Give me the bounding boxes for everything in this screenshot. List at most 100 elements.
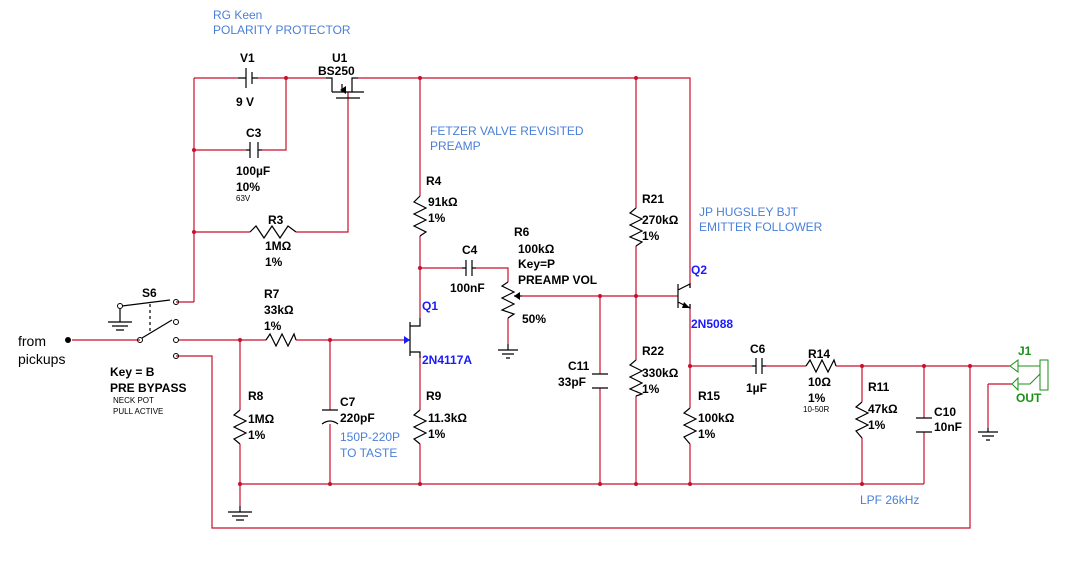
- note-preamp-1: FETZER VALVE REVISITED: [430, 124, 584, 138]
- r3-tol: 1%: [265, 255, 283, 269]
- c3-extra: 63V: [236, 194, 251, 203]
- c7-ref: C7: [340, 395, 356, 409]
- u1-mosfet-symbol: [326, 77, 364, 99]
- note-polarity-2: POLARITY PROTECTOR: [213, 23, 351, 37]
- r8-tol: 1%: [248, 428, 266, 442]
- c6-value: 1µF: [746, 381, 767, 395]
- r9-tol: 1%: [428, 427, 446, 441]
- r15-resistor-symbol: [682, 407, 698, 445]
- s6-key: Key = B: [110, 365, 155, 379]
- wires: [72, 77, 1012, 529]
- note-lpf: LPF 26kHz: [860, 493, 919, 507]
- r11-value: 47kΩ: [868, 402, 898, 416]
- junctions: [192, 76, 972, 486]
- input-label-2: pickups: [18, 351, 65, 367]
- r22-ref: R22: [642, 344, 664, 358]
- q2-part: 2N5088: [691, 317, 733, 331]
- c3-capacitor-symbol: [246, 142, 262, 158]
- q1-ref: Q1: [422, 299, 438, 313]
- r14-ref: R14: [808, 347, 830, 361]
- ground-symbols: [228, 344, 998, 521]
- r6-potentiometer-symbol: [500, 281, 522, 319]
- r7-value: 33kΩ: [264, 303, 294, 317]
- r7-resistor-symbol: [265, 332, 297, 348]
- r4-value: 91kΩ: [428, 195, 458, 209]
- r14-resistor-symbol: [805, 358, 837, 374]
- r9-ref: R9: [426, 389, 442, 403]
- r4-ref: R4: [426, 174, 442, 188]
- c3-ref: C3: [246, 126, 262, 140]
- r22-resistor-symbol: [628, 359, 644, 397]
- r21-resistor-symbol: [628, 207, 644, 247]
- q2-ref: Q2: [691, 263, 707, 277]
- c4-value: 100nF: [450, 281, 485, 295]
- u1-ref: U1: [332, 51, 348, 65]
- c4-capacitor-symbol: [462, 260, 476, 276]
- v1-ref: V1: [240, 51, 255, 65]
- j1-jack-symbol: [1009, 359, 1049, 392]
- r3-resistor-symbol: [249, 224, 297, 240]
- note-polarity-1: RG Keen: [213, 8, 262, 22]
- r11-ref: R11: [868, 380, 890, 394]
- r21-value: 270kΩ: [642, 213, 679, 227]
- c11-value: 33pF: [558, 375, 586, 389]
- r14-tol: 1%: [808, 391, 826, 405]
- r8-value: 1MΩ: [248, 412, 275, 426]
- r6-value: 100kΩ: [518, 242, 555, 256]
- u1-value: BS250: [318, 64, 355, 78]
- note-preamp-2: PREAMP: [430, 139, 481, 153]
- j1-ref: J1: [1018, 344, 1032, 358]
- note-c7-2: TO TASTE: [340, 446, 397, 460]
- c6-capacitor-symbol: [752, 358, 766, 374]
- v1-battery-symbol: [238, 68, 258, 88]
- note-follower-2: EMITTER FOLLOWER: [699, 220, 823, 234]
- r7-ref: R7: [264, 287, 280, 301]
- c4-ref: C4: [462, 243, 478, 257]
- c3-value: 100µF: [236, 164, 270, 178]
- c10-ref: C10: [934, 405, 956, 419]
- note-follower-1: JP HUGSLEY BJT: [699, 205, 799, 219]
- s6-switch-symbol: [108, 299, 179, 359]
- r8-ref: R8: [248, 389, 264, 403]
- r15-tol: 1%: [698, 427, 716, 441]
- r3-value: 1MΩ: [265, 239, 292, 253]
- c3-tol: 10%: [236, 180, 260, 194]
- q1-jfet-symbol: [404, 318, 421, 358]
- r4-resistor-symbol: [412, 195, 428, 237]
- c11-ref: C11: [568, 359, 590, 373]
- v1-value: 9 V: [236, 95, 254, 109]
- c7-value: 220pF: [340, 411, 375, 425]
- s6-label: PRE BYPASS: [110, 381, 186, 395]
- r22-tol: 1%: [642, 382, 660, 396]
- r22-value: 330kΩ: [642, 366, 679, 380]
- s6-ref: S6: [142, 286, 157, 300]
- r15-value: 100kΩ: [698, 411, 735, 425]
- r8-resistor-symbol: [232, 409, 248, 445]
- input-label-1: from: [18, 333, 46, 349]
- r14-extra: 10-50R: [803, 405, 829, 414]
- r3-ref: R3: [268, 213, 284, 227]
- r7-tol: 1%: [264, 319, 282, 333]
- r14-value: 10Ω: [808, 375, 831, 389]
- c10-value: 10nF: [934, 420, 962, 434]
- r21-tol: 1%: [642, 229, 660, 243]
- q2-bjt-symbol: [677, 283, 691, 309]
- r15-ref: R15: [698, 389, 720, 403]
- r9-resistor-symbol: [412, 409, 428, 445]
- r6-key: Key=P: [518, 257, 555, 271]
- c10-capacitor-symbol: [916, 417, 932, 433]
- r9-value: 11.3kΩ: [428, 411, 467, 425]
- input-terminal: [65, 337, 71, 343]
- c6-ref: C6: [750, 342, 766, 356]
- j1-label: OUT: [1016, 391, 1042, 405]
- r6-pos: 50%: [522, 312, 546, 326]
- s6-note-2: PULL ACTIVE: [113, 407, 163, 416]
- c7-capacitor-symbol: [321, 409, 339, 425]
- r6-label: PREAMP VOL: [518, 273, 597, 287]
- q1-part: 2N4117A: [422, 353, 472, 367]
- s6-note-1: NECK POT: [113, 396, 154, 405]
- r11-tol: 1%: [868, 418, 886, 432]
- r11-resistor-symbol: [854, 401, 870, 439]
- r6-ref: R6: [514, 225, 530, 239]
